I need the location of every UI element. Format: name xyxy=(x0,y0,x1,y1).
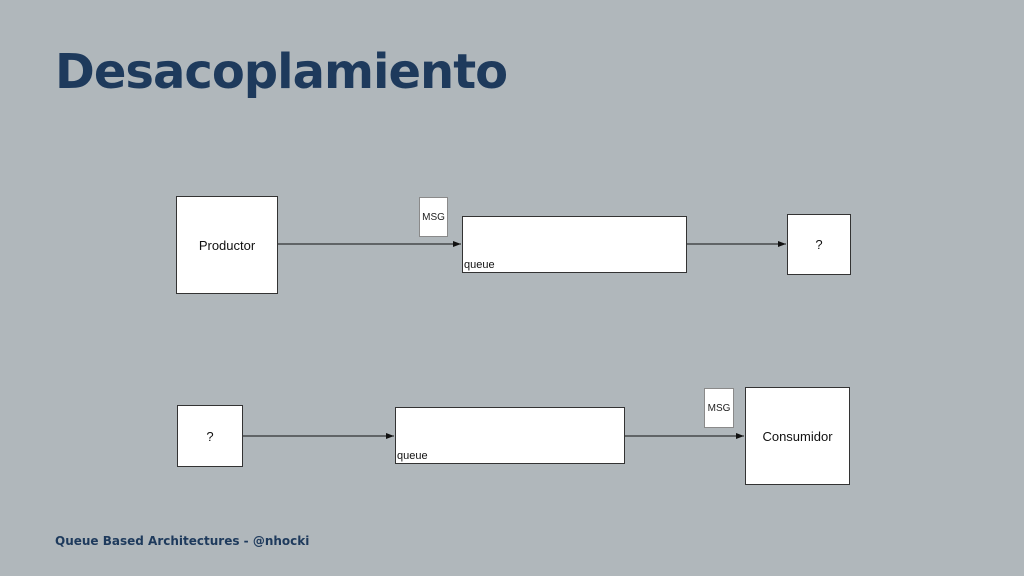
message-label-top: MSG xyxy=(422,211,445,223)
producer-label-top: Productor xyxy=(198,237,256,253)
message-label-bottom: MSG xyxy=(707,402,731,414)
producer-label-bottom: ? xyxy=(206,428,214,444)
consumer-box-top: ? xyxy=(787,214,851,275)
queue-box-bottom: queue xyxy=(395,407,625,464)
consumer-label-top: ? xyxy=(815,237,823,252)
consumer-box-bottom: Consumidor xyxy=(745,387,850,485)
slide-footer: Queue Based Architectures - @nhocki xyxy=(55,534,310,548)
slide-title: Desacoplamiento xyxy=(55,44,508,100)
queue-label-top: queue xyxy=(464,259,495,271)
producer-box-top: Productor xyxy=(176,196,278,294)
message-box-top: MSG xyxy=(419,197,448,237)
queue-box-top: queue xyxy=(462,216,687,273)
consumer-label-bottom: Consumidor xyxy=(762,428,833,444)
queue-label-bottom: queue xyxy=(397,450,428,462)
message-box-bottom: MSG xyxy=(704,388,734,428)
producer-box-bottom: ? xyxy=(177,405,243,467)
